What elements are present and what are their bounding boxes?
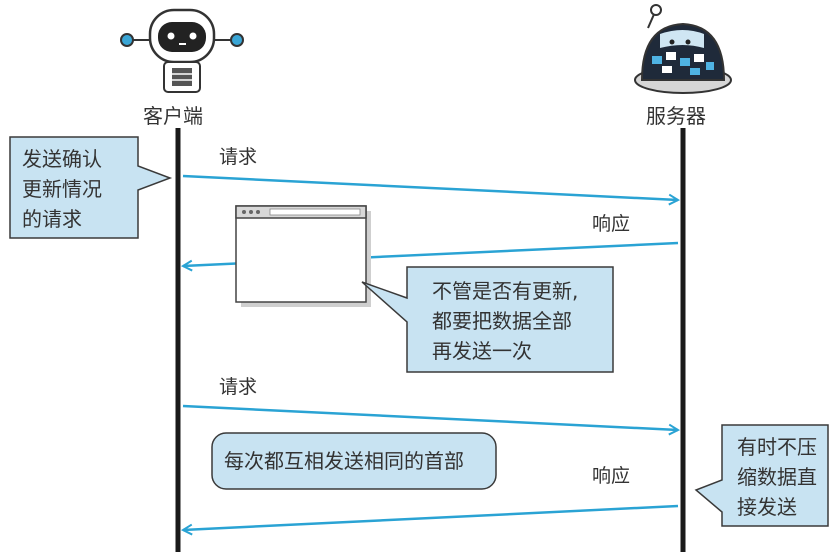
left-note-text: 发送确认 更新情况 的请求 bbox=[22, 144, 102, 234]
right-note-line: 有时不压 bbox=[737, 435, 817, 459]
client-robot-icon bbox=[120, 8, 244, 93]
right-note-box bbox=[694, 424, 829, 527]
bottom-note-text: 每次都互相发送相同的首部 bbox=[224, 449, 464, 473]
right-note-line: 缩数据直 bbox=[737, 465, 817, 489]
bottom-note-box bbox=[211, 432, 497, 490]
left-note-line: 的请求 bbox=[22, 207, 82, 231]
left-note-line: 发送确认 bbox=[22, 147, 102, 171]
right-note-text: 有时不压 缩数据直 接发送 bbox=[737, 432, 817, 522]
middle-note-line: 不管是否有更新, bbox=[432, 279, 579, 303]
browser-window-icon bbox=[235, 205, 371, 307]
middle-note-line: 再发送一次 bbox=[432, 339, 532, 363]
left-note-line: 更新情况 bbox=[22, 177, 102, 201]
request-label-2: 请求 bbox=[219, 376, 258, 398]
server-robot-icon bbox=[634, 4, 732, 94]
left-note-box bbox=[9, 136, 173, 239]
right-note-line: 接发送 bbox=[737, 495, 797, 519]
middle-note-box bbox=[361, 266, 614, 373]
client-label: 客户端 bbox=[143, 104, 203, 128]
middle-note-text: 不管是否有更新, 都要把数据全部 再发送一次 bbox=[432, 276, 578, 366]
request-label-1: 请求 bbox=[219, 146, 258, 168]
server-label: 服务器 bbox=[646, 104, 706, 128]
request-arrow-2 bbox=[182, 404, 678, 430]
request-arrow-1 bbox=[182, 174, 678, 200]
response-arrow-2 bbox=[183, 504, 679, 530]
response-label-2: 响应 bbox=[592, 465, 631, 487]
middle-note-line: 都要把数据全部 bbox=[432, 309, 572, 333]
response-label-1: 响应 bbox=[592, 213, 631, 235]
